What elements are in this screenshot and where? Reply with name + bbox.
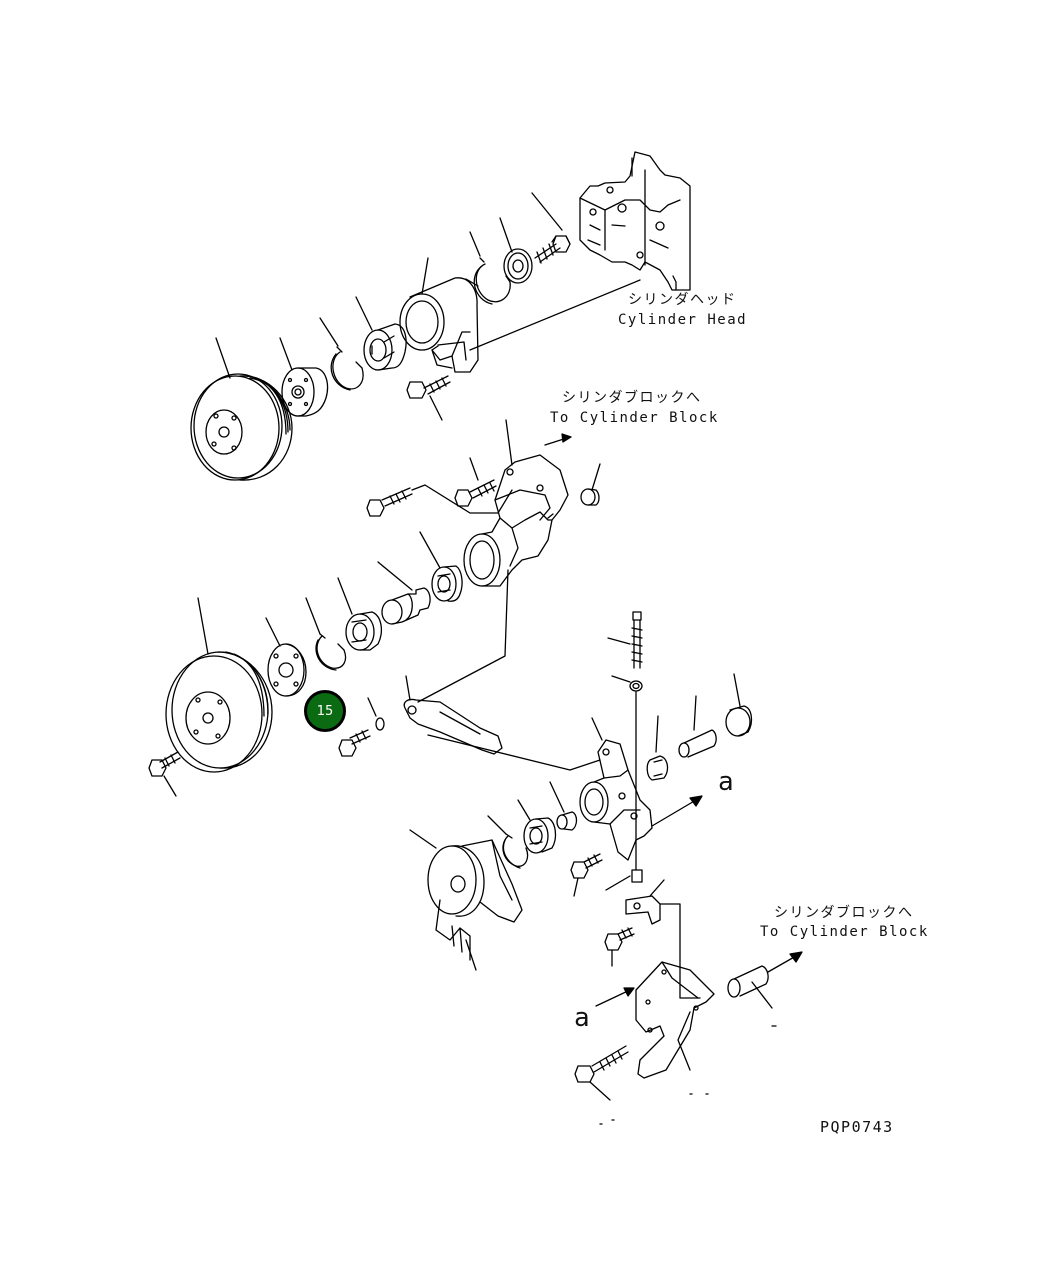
callout-badge-15[interactable]: 15 [304,690,346,732]
bolt-middle-2 [454,457,497,507]
plug [580,463,601,506]
bolt-top [531,192,571,264]
long-bolt-mid [607,611,643,871]
label-to-block-en-2: To Cylinder Block [760,924,929,940]
bolt-lower-left [148,751,181,797]
bearing-middle [419,531,463,602]
label-to-block-jp-1: シリンダブロックへ [562,390,702,406]
bolt-lower-small [570,853,603,897]
label-arrow-a-2: a [574,1003,590,1033]
seal-upper [499,217,533,284]
label-cylinder-head-en: Cylinder Head [618,312,748,328]
pulley-middle [165,597,273,773]
pulley-upper [190,337,293,481]
cylinder-head-part [579,151,691,291]
tick-marks [599,1025,777,1125]
snap-ring-lower [487,815,529,869]
upper-pulley-assembly [190,151,691,481]
shaft-middle [377,561,431,625]
hub-middle [265,617,307,697]
bolt-near-callout [338,729,371,757]
bolt-housing [406,375,451,421]
snap-ring-upper-2 [319,317,364,391]
label-to-block-en-1: To Cylinder Block [550,410,719,426]
lower-idler-assembly [409,781,803,1125]
drawing-code: PQP0743 [820,1118,894,1136]
nut-lower [605,869,643,891]
middle-bracket-assembly [148,419,753,871]
sleeve-right [678,695,717,758]
idler-pulley-lower [409,829,523,971]
bolt-lower-mid [604,927,635,967]
tensioner-bracket [427,717,703,861]
snap-ring-upper [469,231,511,305]
long-bolt-bottom [574,1045,629,1101]
bearing-middle-2 [337,577,383,651]
hub-upper [279,337,329,417]
lower-bracket [595,961,715,1079]
leader-cylinder-head [469,279,641,351]
snap-ring-middle [305,597,347,671]
label-cylinder-head-jp: シリンダヘッド [628,292,737,308]
clip-lower [625,879,701,999]
sleeve-bottom [727,951,803,1009]
bearing-housing-upper [399,257,479,373]
bolt-middle-1 [366,484,513,517]
tensioner-arm [403,569,509,755]
callout-number: 15 [316,703,334,719]
cap-right [725,673,753,737]
bearing-upper-1 [355,296,407,371]
label-arrow-a-1: a [718,767,734,797]
nut-right [646,715,669,781]
label-to-block-jp-2: シリンダブロックへ [774,905,914,921]
idler-bracket-middle [463,419,572,587]
bearing-lower [517,799,557,854]
sleeve-lower [549,781,578,831]
washer-middle [367,697,385,731]
